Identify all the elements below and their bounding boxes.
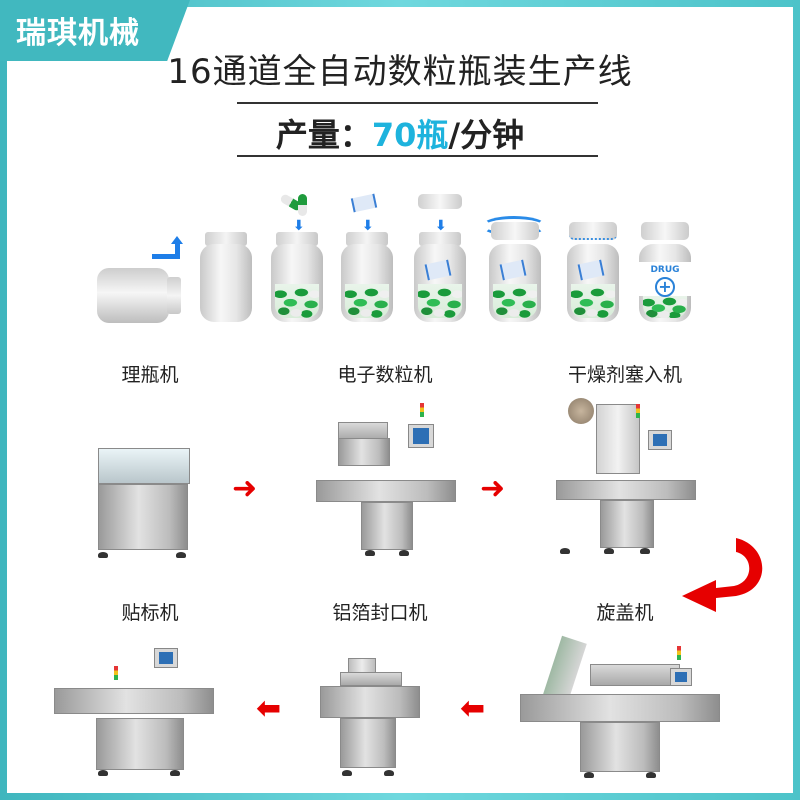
capacity-prefix: 产量： [275,116,372,154]
brand-name: 瑞琪机械 [16,16,140,51]
page-title: 16通道全自动数粒瓶装生产线 [167,52,633,92]
machine-label-unscrambler: 理瓶机 [121,364,179,386]
machine-label-capper: 旋盖机 [596,602,654,624]
machine-label-counter: 电子数粒机 [337,364,433,386]
flow-arrow-right-icon: ➜ [480,471,506,506]
unscrambler-machine-image [96,448,194,560]
capsule-fill-icon [271,232,323,322]
divider-top [237,102,598,104]
empty-bottle-icon [200,232,252,322]
down-arrow-icon: ⬇ [362,218,374,234]
machine-label-sealer: 铝箔封口机 [332,602,428,624]
sealed-bottle-icon [567,222,619,322]
capacity-value: 70瓶 [371,116,449,154]
cap-rotate-icon [489,222,541,322]
machine-label-labeler: 贴标机 [121,602,179,624]
bottle-tipped-icon [97,268,187,323]
divider-bottom [237,155,598,157]
medical-cross-icon: + [655,277,675,297]
cap-drop-icon [414,232,466,322]
desiccant-reel-icon [568,398,594,424]
desiccant-machine-image [556,398,696,558]
capping-machine-image [520,634,720,780]
sealing-machine-image [320,658,420,780]
desiccant-icon [341,232,393,322]
down-arrow-icon: ⬇ [293,218,305,234]
flow-curve-arrow-icon [682,538,763,612]
drug-label-text: DRUG [650,265,680,275]
labeling-machine-image [54,648,214,776]
counting-machine-image [316,400,456,558]
down-arrow-icon: ⬇ [435,218,447,234]
cap-icon [418,194,462,209]
capacity-suffix: /分钟 [448,116,525,154]
capacity-line: 产量：70瓶/分钟 [0,110,800,156]
flow-arrow-right-icon: ➜ [232,471,258,506]
drug-label: DRUG + [639,262,691,297]
flow-arrow-left-icon: ⬅ [256,691,282,726]
labeled-bottle-icon: DRUG + [639,222,691,322]
machine-label-desiccant: 干燥剂塞入机 [567,364,682,386]
brand-tab: 瑞琪机械 [0,0,190,61]
content-area [7,7,793,793]
flow-arrow-left-icon: ⬅ [460,691,486,726]
